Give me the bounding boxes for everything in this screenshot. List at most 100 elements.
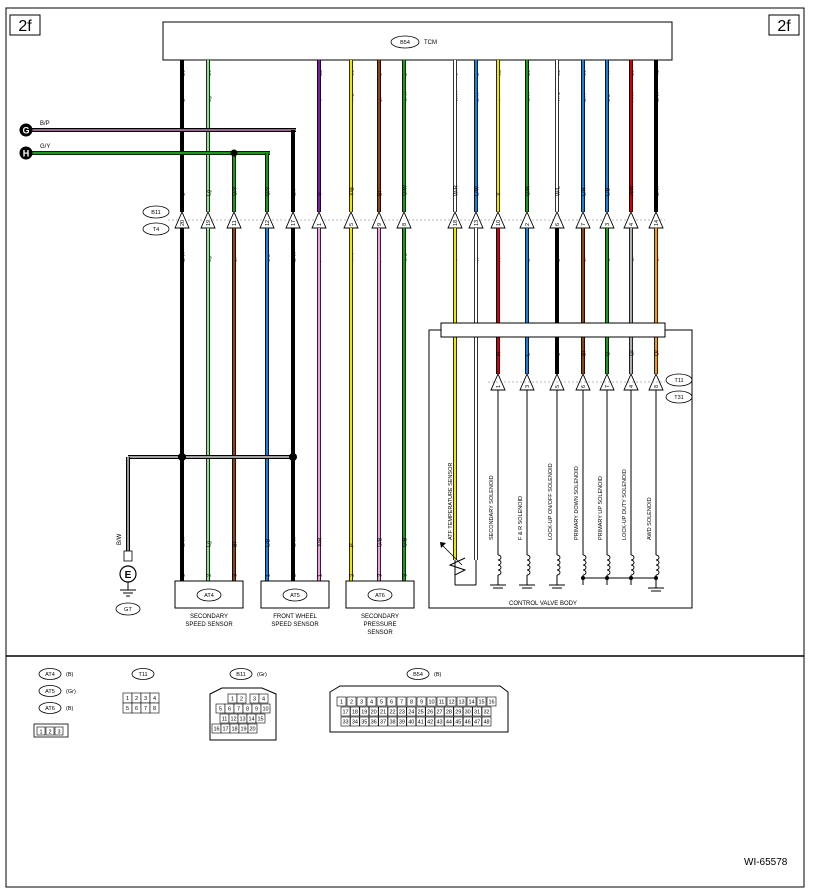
sensor-at5: AT5 FRONT WHEEL SPEED SENSOR [260,580,330,628]
component-label-3: LOCK-UP ON/OFF SOLENOID [548,463,554,540]
cv-b54-pin-38: 39 [399,720,405,726]
b11-upper-wire-14: L/R [582,187,588,196]
cv-b54-pin-12: 13 [458,700,464,706]
page-tag-left-box [9,14,41,36]
ground-wire-label: B/W [117,533,123,545]
t11-pin-2: 5 [555,385,561,388]
cv-b11-pin-16: 17 [222,727,228,733]
sol-coil-4-0 [606,554,611,561]
sensor-at5-name-2: SPEED SENSOR [271,622,319,628]
cv-b54-pin-11: 12 [448,700,454,706]
sol-common-dot-0 [581,576,585,580]
cv-b54-pin-42: 43 [436,720,442,726]
cv-b11-cell-14 [255,713,266,724]
cv-b54-pin-5: 6 [390,700,393,706]
sol-coil-1-0 [526,554,531,561]
component-label-7: AWD SOLENOID [647,497,653,540]
sol-coil-0-1 [497,559,502,566]
cv-b54-cell-3 [366,696,377,707]
cv-at-pin-0: 1 [39,730,42,736]
b11-pin-15: 3 [605,223,611,226]
cv-b54-pin-37: 38 [389,720,395,726]
sensor-0-wire-0: B/W [181,536,187,547]
cv-b54-color: (B) [434,672,442,678]
sensor-2-pin-0: 1 [318,574,324,577]
b11-upper-wire-5: V [318,192,324,196]
b11-upper-wire-3: G/Y [266,186,272,196]
b11-upper-wire-7: Br [378,190,384,196]
sol-coil-2-3 [556,569,561,576]
cv-b54-cell-28 [453,706,464,717]
control-valve-body-title: CONTROL VALVE BODY [509,601,577,607]
cv-b54-pin-18: 19 [361,710,367,716]
sensor-2-wire-2: G/B [378,537,384,547]
cv-b11-cell-9 [260,703,271,714]
cv-b11-pin-4: 5 [219,707,222,713]
ground-point-label: GT [124,607,132,613]
b11-upper-wire-12: G/R [526,186,532,196]
b11-upper-wire-1: Lg [207,190,213,196]
cv-at-cell-2 [54,726,64,736]
cv-b54-pin-17: 18 [352,710,358,716]
component-label-0: ATF TEMPERATURE SENSOR [448,463,454,540]
b11-pin-17: 14 [654,220,660,226]
sol-coil-5-3 [630,569,635,576]
t11-pin-4: 7 [605,385,611,388]
b11-label: B11 [151,210,160,216]
cv-b11-color: (Gr) [257,672,267,678]
ground-junction-2 [289,453,297,461]
cv-at-oval-1 [38,685,62,697]
sol-coil-3-1 [582,559,587,566]
bus-h-junction [230,149,238,157]
ground-e-letter: E [125,570,132,581]
cv-b11-pin-2: 3 [253,697,256,703]
t31-label: T31 [674,395,683,401]
cv-b54-cell-11 [446,696,457,707]
cv-b54-pin-28: 29 [455,710,461,716]
sensor-2-pin-3: 3 [403,574,409,577]
cv-b54-pin-0: 1 [340,700,343,706]
cv-b11-pin-8: 9 [255,707,258,713]
cv-b54-cell-44 [453,716,464,727]
sol-coil-6-0 [655,554,660,561]
cv-b11-pin-15: 16 [213,727,219,733]
cv-b54-cell-46 [472,716,482,727]
cv-t11-pin-4: 5 [126,706,129,712]
cv-at-color-2: (B) [66,706,74,712]
cv-b54-cell-2 [356,696,367,707]
sensor-2-pin-2: 3 [378,574,384,577]
sol-coil-3-0 [582,554,587,561]
atf-thermistor [448,557,467,576]
tcm-name: TCM [424,40,437,46]
cv-b54-pin-7: 8 [410,700,413,706]
cv-b54-cell-41 [425,716,435,727]
bus-h: H G/Y [19,144,50,160]
sol-coil-6-1 [655,559,660,566]
cv-t11-pin-6: 7 [144,706,147,712]
t11-pin-3: 6 [581,385,587,388]
cv-b54-pin-8: 9 [420,700,423,706]
outer-frame [5,7,805,888]
cv-b11-pin-18: 19 [240,727,246,733]
cv-b54-pin-10: 11 [439,700,445,706]
sensor-0-wire-1: Lg [207,541,213,547]
cv-b11-pin-0: 1 [231,697,234,703]
component-label-6: LOCK-UP DUTY SOLENOID [622,469,628,540]
cv-b54-cell-16 [340,706,351,717]
cv-b54-cell-9 [426,696,437,707]
b11-upper-wire-4: B/P [292,187,298,196]
sensor-1-pin-0: 1 [266,574,272,577]
cv-at-color-1: (Gr) [66,689,76,695]
cv-b11-pin-19: 20 [249,727,255,733]
sol-coil-4-3 [606,569,611,576]
cv-b11-pin-17: 18 [231,727,237,733]
sensor-at6-name-1: SECONDARY [361,614,399,620]
valve-body-connector-block [440,322,666,338]
b11-upper-wire-9: W/R [454,185,460,196]
sol-coil-0-0 [497,554,502,561]
sensor-at4-oval [196,588,222,602]
sensor-0-wire-2: Br [233,541,239,547]
figure-id: WI-65578 [744,857,788,868]
sensor-2-pin-1: 2 [350,574,356,577]
